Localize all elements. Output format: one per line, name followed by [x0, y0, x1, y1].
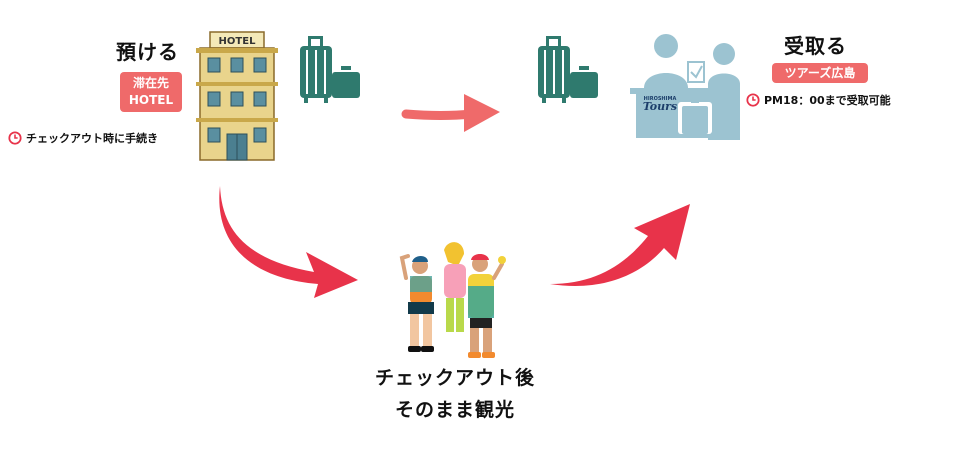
- clock-icon: [746, 93, 760, 107]
- clock-icon: [8, 131, 22, 145]
- hotel-badge-line1: 滞在先: [132, 76, 169, 90]
- arrow-to-pickup-counter: [550, 204, 690, 287]
- pickup-note-text: PM18：00まで受取可能: [764, 94, 891, 107]
- arrow-to-pickup: [401, 94, 500, 132]
- pick-up-title: 受取る: [784, 34, 847, 58]
- service-counter-icon: HIROSHIMA Tours: [630, 34, 740, 140]
- drop-off-title: 預ける: [116, 40, 179, 64]
- hotel-badge-line2: HOTEL: [128, 93, 174, 107]
- checkout-note: チェックアウト時に手続き: [8, 130, 158, 146]
- hotel-sign-text: HOTEL: [219, 36, 257, 47]
- luggage-icon: [300, 36, 360, 103]
- sightseeing-caption: チェックアウト後 そのまま観光: [330, 362, 580, 426]
- counter-sign-small: HIROSHIMA: [644, 96, 677, 102]
- hotel-badge: 滞在先 HOTEL: [120, 72, 182, 112]
- sightseeing-line2: そのまま観光: [394, 399, 515, 421]
- sightseeing-line1: チェックアウト後: [374, 367, 535, 389]
- checkout-note-text: チェックアウト時に手続き: [26, 132, 158, 145]
- hotel-building-icon: HOTEL: [196, 31, 278, 161]
- pickup-note: PM18：00まで受取可能: [746, 92, 891, 108]
- arrow-to-sightseeing: [219, 186, 358, 298]
- luggage-icon: [538, 36, 598, 103]
- counter-sign: Tours: [643, 100, 677, 113]
- pickup-badge: ツアーズ広島: [772, 63, 868, 83]
- tourists-group-illustration: [399, 242, 506, 358]
